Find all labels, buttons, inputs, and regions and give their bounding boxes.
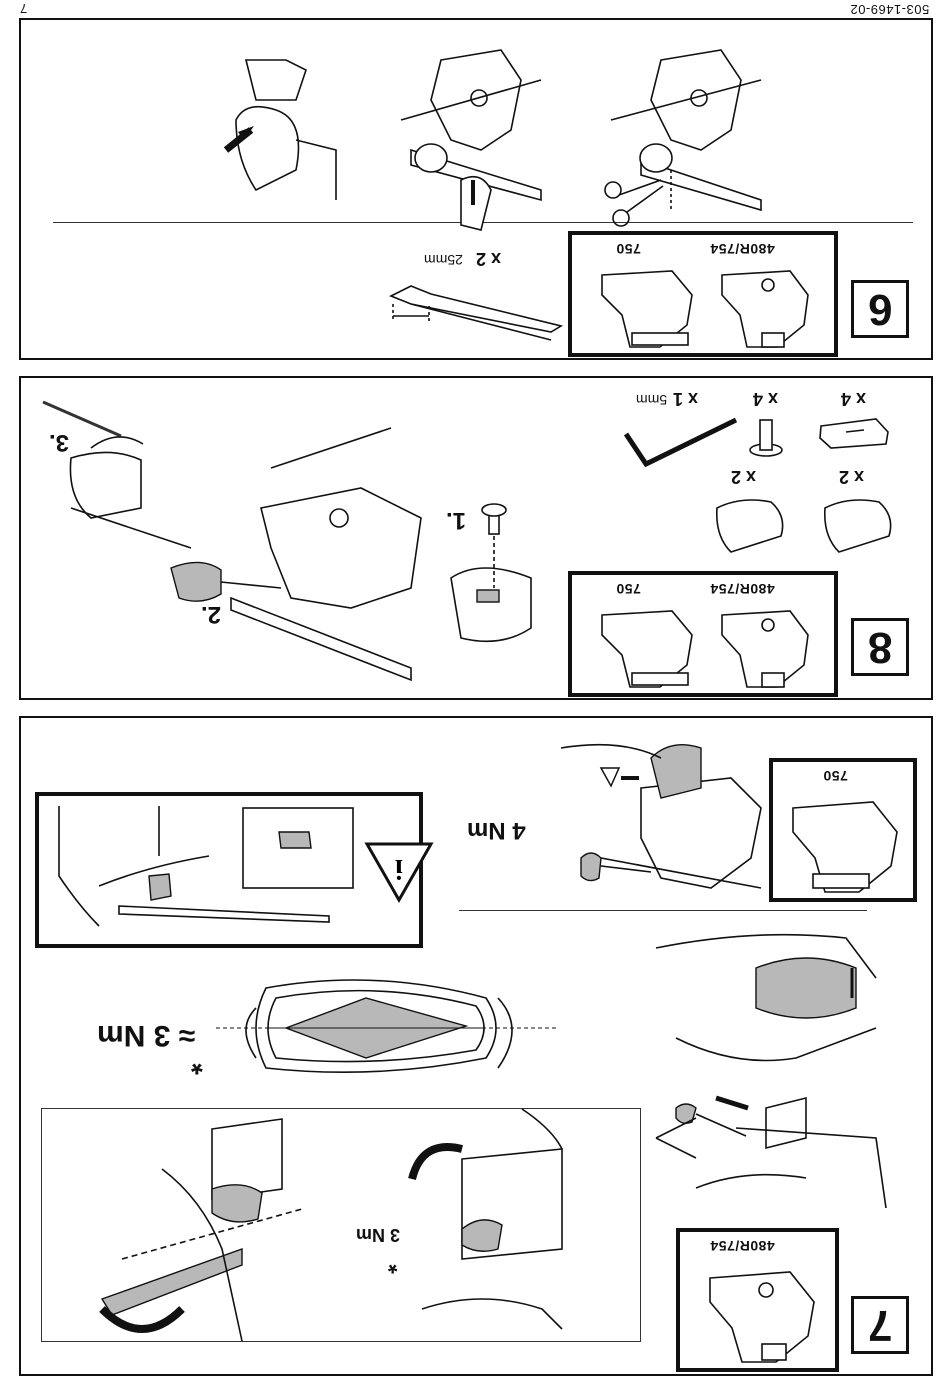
step-number: 7 [868,1300,892,1350]
svg-text:i: i [395,853,403,884]
step-7-panel: 7 480R/754 750 4 Nm ≈ 3 Nm * 3 Nm * i [19,716,933,1376]
divider-line [459,910,867,911]
end-cap-icon [711,496,791,556]
foot-illustration [680,1232,835,1368]
nut-quantity: x 4 [841,388,866,409]
foot-illustration [572,575,834,693]
foot-illustration [572,235,834,353]
cut-strip-illustration [601,40,771,230]
step-number: 6 [868,284,892,334]
foot-assembly-illustration [31,388,551,688]
step-number: 8 [868,622,892,672]
page-number: 7 [20,1,27,16]
allen-key-quantity: x 1 [673,388,698,409]
cap-right-quantity: x 2 [839,466,864,487]
rubber-strip-illustration [381,276,581,346]
model-box: 480R/754 750 [568,231,838,357]
step-6-panel: 6 480R/754 750 x 2 25mm [19,18,933,360]
allen-key-icon [616,414,746,474]
bar-end-illustration [656,918,896,1098]
end-cap-icon [819,496,899,556]
step-number-box: 8 [851,618,909,676]
step-8-panel: 8 480R/754 750 x 4 x 4 x 1 5mm x 2 x 2 1… [19,376,933,700]
warning-triangle-icon: i [365,842,435,904]
step-number-box: 7 [851,1296,909,1354]
bar-profile-section [236,968,516,1088]
bar-insert-illustration [401,40,541,230]
foot-install-illustration [561,728,851,908]
document-number: 503-1469-02 [850,2,929,17]
strip-quantity: x 2 [476,248,501,269]
nut-icon [816,414,896,454]
hand-profile-illustration [216,40,336,210]
model-box-480r-754: 480R/754 [676,1228,839,1372]
warning-box: i [35,792,423,948]
wrench-insert-illustration [656,1088,896,1238]
torque-label-top: 4 Nm [467,816,526,844]
hands-on-bar-illustration [39,796,359,944]
torque-asterisk-mid: * [191,1046,203,1080]
allen-key-size: 5mm [636,392,667,408]
lever-rotate-illustration [62,1109,382,1341]
screw-icon [746,414,786,464]
torque-label-mid: ≈ 3 Nm [97,1018,195,1052]
screw-quantity: x 4 [753,388,778,409]
knob-tighten-illustration [402,1109,642,1341]
model-box: 480R/754 750 [568,571,838,697]
strip-length: 25mm [424,252,463,268]
step-number-box: 6 [851,280,909,338]
detail-box [41,1108,641,1342]
